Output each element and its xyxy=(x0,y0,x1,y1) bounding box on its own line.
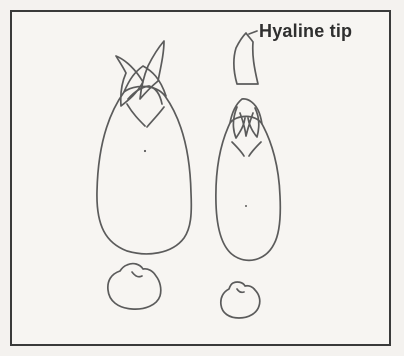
left-body-outline xyxy=(97,86,191,253)
left-inner-line-2 xyxy=(147,107,164,127)
right-small-cross-notch xyxy=(237,289,244,292)
right-body-outline xyxy=(216,116,280,260)
left-structure xyxy=(97,41,191,309)
left-small-cross-notch xyxy=(132,272,142,277)
right-structure xyxy=(216,31,280,318)
right-hyaline-tip xyxy=(234,33,258,84)
left-center-dot xyxy=(144,150,146,152)
right-center-dot xyxy=(245,205,247,207)
left-small-cross-section xyxy=(108,264,161,310)
right-inner-line-1 xyxy=(232,142,244,156)
left-inner-line-1 xyxy=(127,104,145,126)
right-small-cross-section xyxy=(221,282,260,318)
right-inner-line-2 xyxy=(249,142,261,156)
left-right-jaw xyxy=(140,41,164,99)
right-hyaline-tip-pointer xyxy=(249,31,257,34)
hyaline-tip-label: Hyaline tip xyxy=(259,21,352,42)
